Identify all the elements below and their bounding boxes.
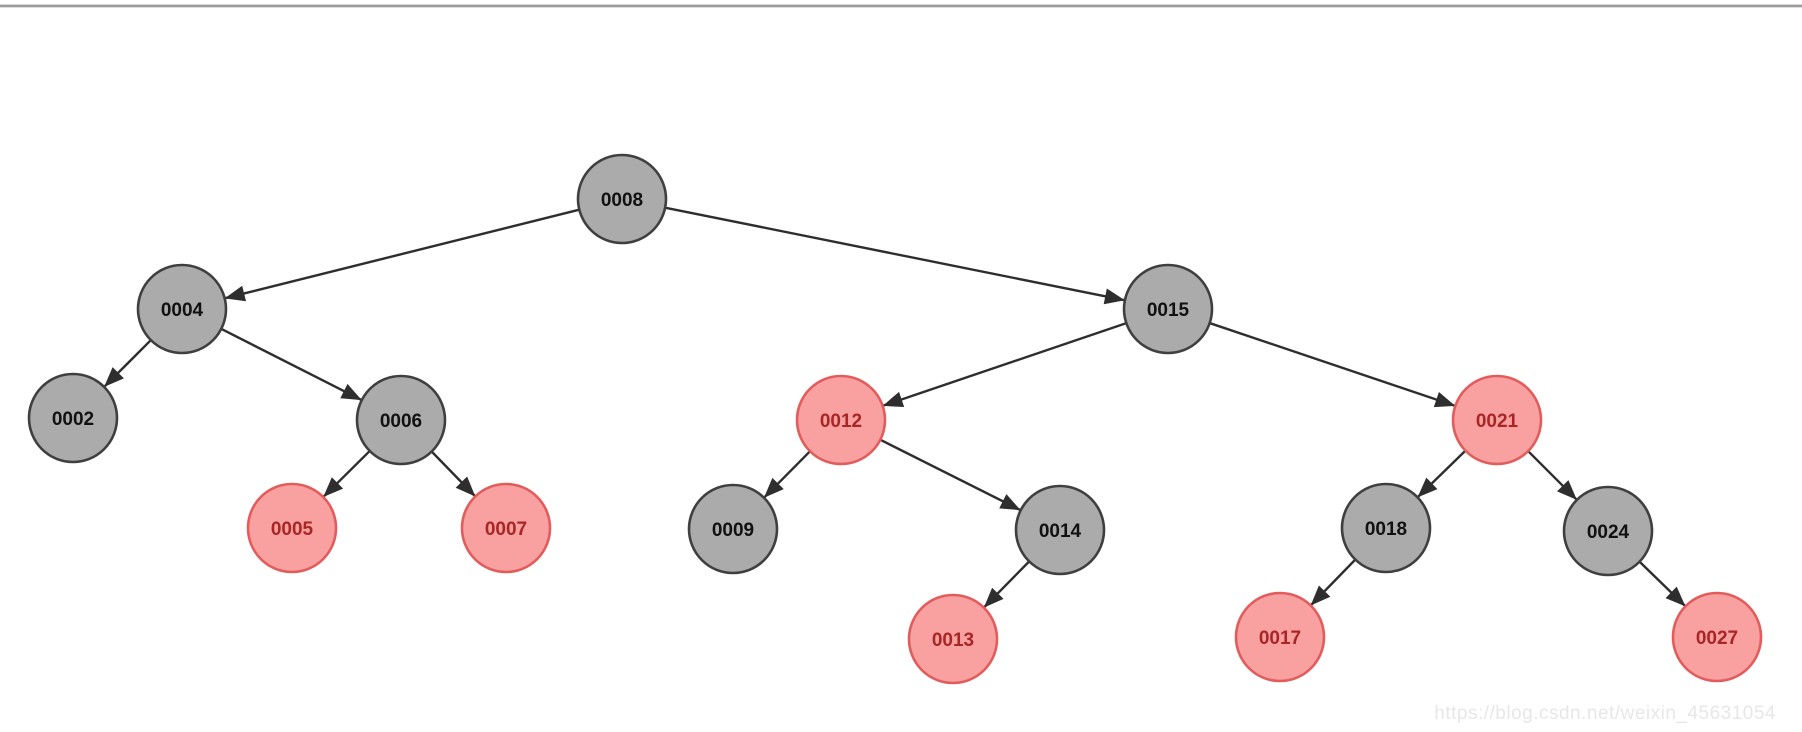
- tree-node-0024: 0024: [1562, 485, 1654, 577]
- tree-node-0009: 0009: [687, 483, 779, 575]
- black-node-circle: [1122, 263, 1214, 355]
- tree-node-0008: 0008: [576, 153, 668, 245]
- black-node-circle: [355, 374, 447, 466]
- tree-edge-0018-0017: [1310, 557, 1358, 606]
- black-node-circle: [136, 263, 228, 355]
- tree-edge-0015-0021: [1207, 321, 1456, 408]
- tree-node-0006: 0006: [355, 374, 447, 466]
- red-node-circle: [1234, 591, 1326, 683]
- tree-edge-0006-0005: [323, 448, 373, 498]
- tree-node-0007: 0007: [460, 482, 552, 574]
- red-node-circle: [246, 482, 338, 574]
- tree-node-0027: 0027: [1671, 591, 1763, 683]
- tree-edge-0008-0004: [224, 208, 582, 302]
- tree-node-0013: 0013: [907, 593, 999, 685]
- black-node-circle: [687, 483, 779, 575]
- tree-edge-0021-0024: [1525, 448, 1578, 501]
- red-node-circle: [1451, 374, 1543, 466]
- tree-edge-0004-0006: [218, 326, 362, 401]
- tree-edge-0008-0015: [662, 206, 1125, 305]
- tree-node-0018: 0018: [1340, 482, 1432, 574]
- watermark-url: https://blog.csdn.net/weixin_45631054: [1434, 703, 1776, 724]
- tree-edge-0012-0014: [877, 437, 1021, 511]
- tree-node-0002: 0002: [27, 372, 119, 464]
- tree-edge-0024-0027: [1637, 559, 1686, 607]
- black-node-circle: [1014, 484, 1106, 576]
- black-node-circle: [1340, 482, 1432, 574]
- tree-edge-0006-0007: [429, 449, 476, 497]
- tree-node-0005: 0005: [246, 482, 338, 574]
- tree-edge-0012-0009: [763, 448, 813, 498]
- tree-node-0015: 0015: [1122, 263, 1214, 355]
- tree-node-0004: 0004: [136, 263, 228, 355]
- black-node-circle: [27, 372, 119, 464]
- tree-node-0017: 0017: [1234, 591, 1326, 683]
- tree-node-0021: 0021: [1451, 374, 1543, 466]
- red-node-circle: [460, 482, 552, 574]
- tree-edge-0021-0018: [1417, 448, 1468, 498]
- red-node-circle: [1671, 591, 1763, 683]
- tree-edge-0004-0002: [103, 337, 154, 388]
- top-divider-line: [0, 5, 1802, 7]
- black-node-circle: [576, 153, 668, 245]
- black-node-circle: [1562, 485, 1654, 577]
- red-node-circle: [795, 374, 887, 466]
- tree-edge-0015-0012: [882, 321, 1129, 408]
- tree-node-0012: 0012: [795, 374, 887, 466]
- tree-node-0014: 0014: [1014, 484, 1106, 576]
- red-node-circle: [907, 593, 999, 685]
- tree-edge-0014-0013: [983, 559, 1032, 608]
